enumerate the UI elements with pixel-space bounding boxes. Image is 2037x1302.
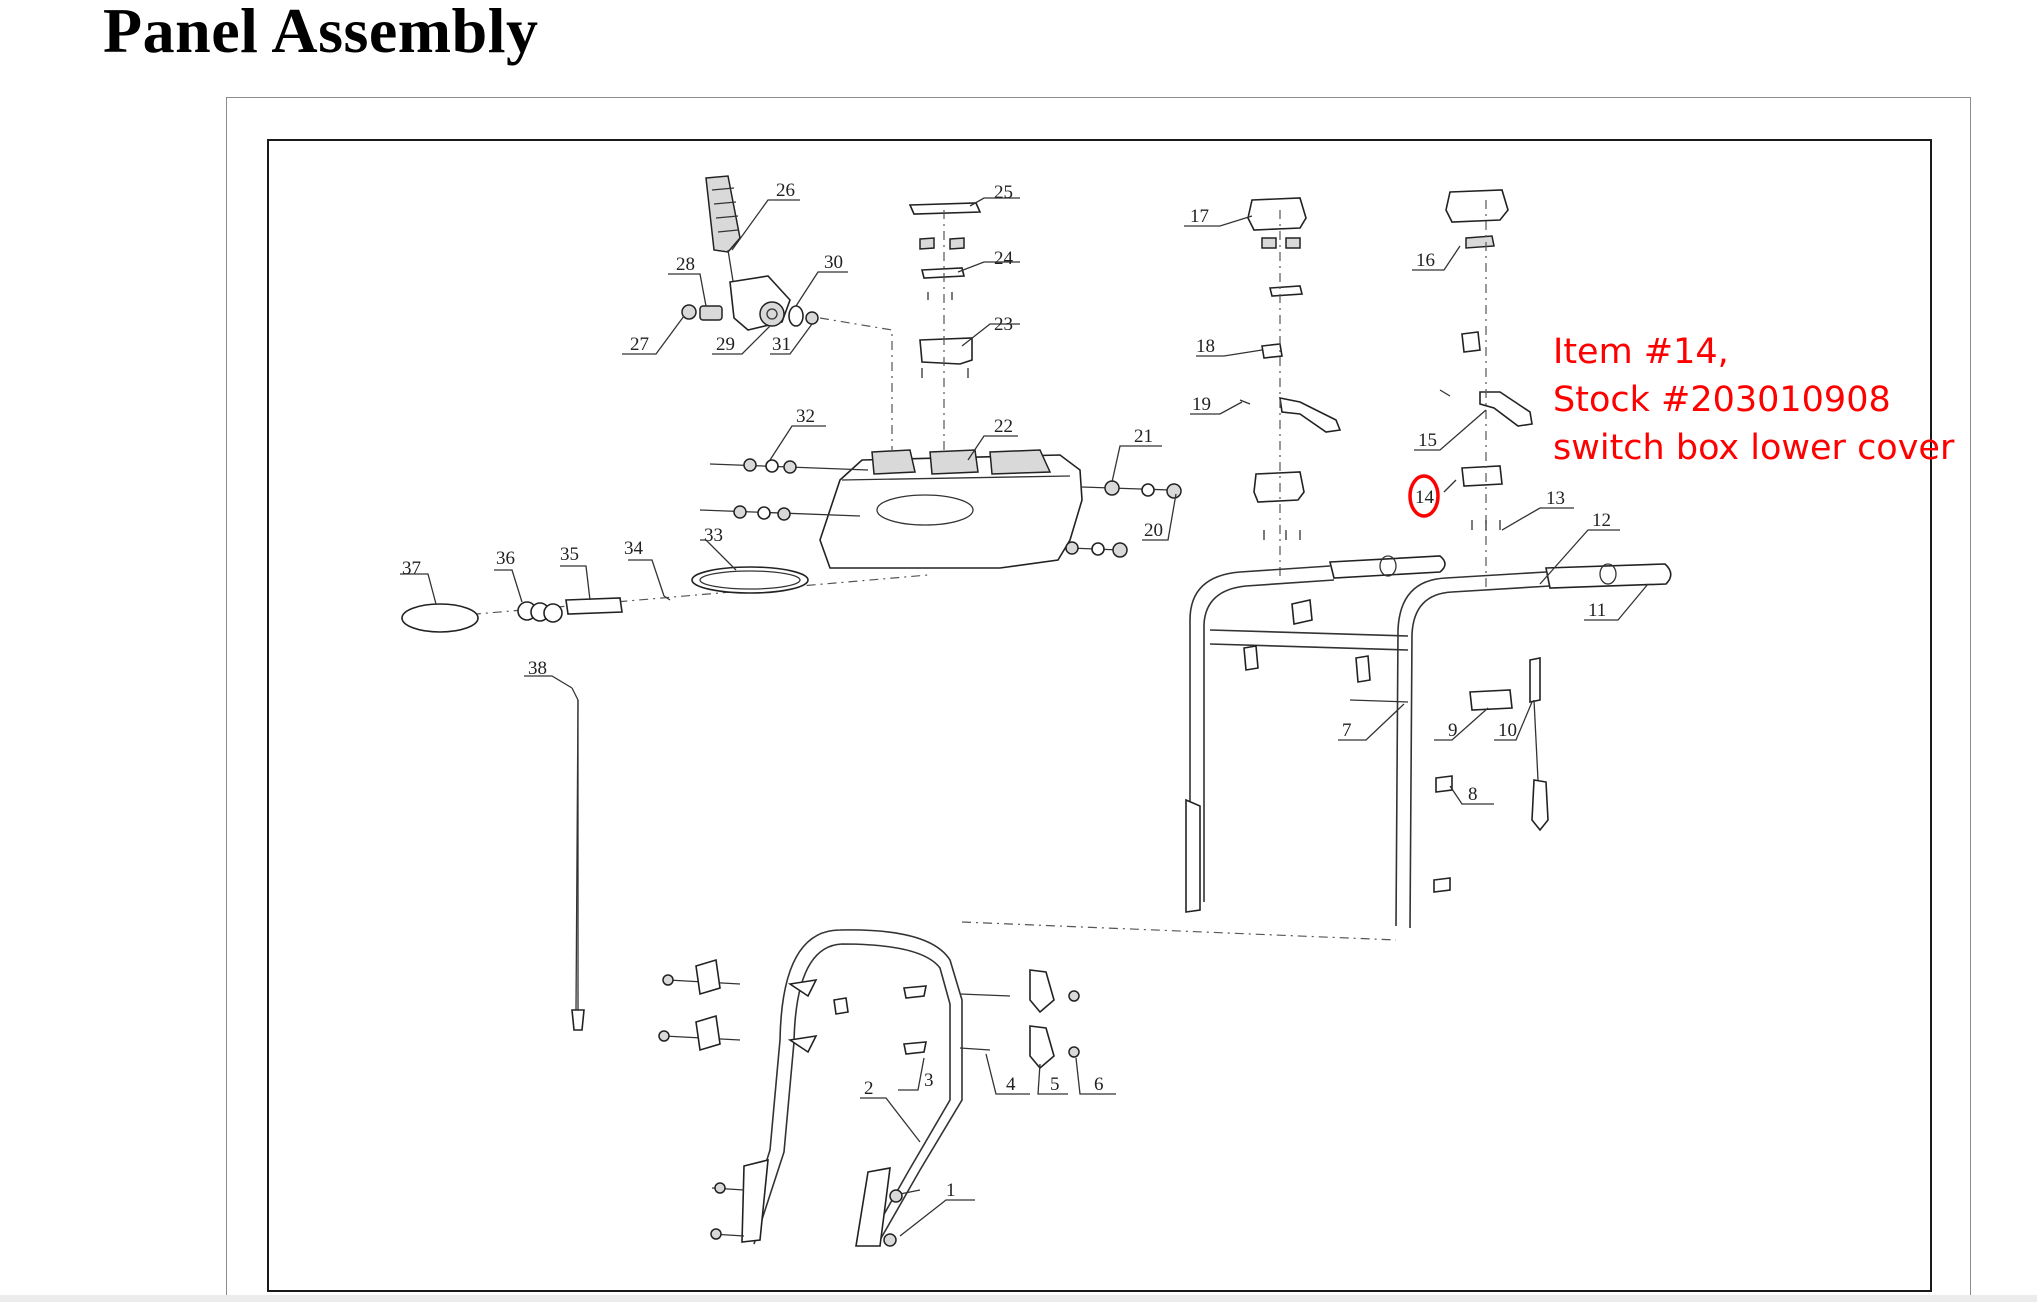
annotation-item-line: Item #14, (1553, 332, 1729, 372)
part-label-12: 12 (1539, 510, 1620, 585)
svg-text:37: 37 (402, 558, 421, 579)
page-title: Panel Assembly (103, 0, 539, 66)
part-label-19: 19 (1190, 394, 1243, 415)
svg-text:35: 35 (560, 544, 579, 565)
part-label-37: 37 (400, 558, 437, 605)
panel-housing-group (699, 202, 1182, 569)
svg-text:12: 12 (1592, 510, 1611, 531)
part-label-1: 1 (899, 1180, 975, 1237)
part-label-24: 24 (957, 248, 1020, 273)
part-label-21: 21 (1111, 426, 1162, 483)
svg-text:28: 28 (676, 254, 695, 275)
svg-text:32: 32 (796, 406, 815, 427)
svg-text:25: 25 (994, 182, 1013, 203)
svg-text:34: 34 (624, 538, 644, 559)
svg-text:17: 17 (1190, 206, 1209, 227)
part-label-23: 23 (961, 314, 1020, 347)
outer-frame (226, 97, 1971, 1302)
part-label-17: 17 (1184, 206, 1253, 227)
annotation-description-line: switch box lower cover (1553, 428, 1955, 468)
svg-text:38: 38 (528, 658, 547, 679)
part-label-9: 9 (1434, 707, 1489, 741)
svg-text:4: 4 (1006, 1074, 1016, 1095)
part-label-25: 25 (969, 182, 1020, 207)
part-label-7: 7 (1338, 703, 1405, 741)
part-label-30: 30 (795, 252, 848, 307)
svg-text:19: 19 (1192, 394, 1211, 415)
part-number-labels: 1 2 3 4 5 6 7 8 9 10 11 12 13 14 15 16 1… (400, 180, 1649, 1237)
svg-text:10: 10 (1498, 720, 1517, 741)
svg-text:14: 14 (1415, 487, 1435, 508)
switch-box-groups (1239, 189, 1533, 590)
part-label-3: 3 (898, 1057, 934, 1091)
panel-window-group (401, 566, 929, 1031)
annotation-stock-line: Stock #203010908 (1553, 380, 1891, 420)
part-label-4: 4 (985, 1053, 1030, 1095)
part-label-6: 6 (1075, 1057, 1116, 1095)
svg-text:1: 1 (946, 1180, 956, 1201)
part-label-18: 18 (1196, 336, 1263, 357)
svg-text:22: 22 (994, 416, 1013, 437)
svg-text:33: 33 (704, 525, 723, 546)
svg-text:5: 5 (1050, 1074, 1060, 1095)
part-label-33: 33 (700, 525, 737, 571)
upper-handle-frame (961, 555, 1672, 941)
svg-text:13: 13 (1546, 488, 1565, 509)
svg-text:21: 21 (1134, 426, 1153, 447)
highlight-circle (1408, 474, 1440, 518)
part-label-29: 29 (712, 325, 771, 355)
part-label-5: 5 (1037, 1063, 1068, 1095)
part-label-27: 27 (622, 315, 685, 355)
part-label-35: 35 (560, 544, 591, 601)
svg-text:9: 9 (1448, 720, 1458, 741)
diagram-frame (267, 139, 1932, 1292)
part-label-8: 8 (1449, 784, 1494, 805)
part-label-26: 26 (731, 180, 800, 251)
svg-text:29: 29 (716, 334, 735, 355)
svg-text:26: 26 (776, 180, 795, 201)
part-label-14: 14 (1408, 474, 1457, 518)
svg-text:18: 18 (1196, 336, 1215, 357)
part-label-10: 10 (1494, 701, 1533, 741)
svg-text:23: 23 (994, 314, 1013, 335)
svg-text:11: 11 (1588, 600, 1606, 621)
part-label-2: 2 (860, 1078, 921, 1143)
lower-handle-frame (658, 929, 1080, 1247)
part-label-34: 34 (624, 538, 665, 597)
part-label-16: 16 (1412, 245, 1461, 271)
svg-text:30: 30 (824, 252, 843, 273)
svg-text:15: 15 (1418, 430, 1437, 451)
part-label-28: 28 (668, 254, 707, 307)
svg-text:16: 16 (1416, 250, 1435, 271)
svg-text:31: 31 (772, 334, 791, 355)
svg-text:36: 36 (496, 548, 515, 569)
svg-text:6: 6 (1094, 1074, 1104, 1095)
svg-text:27: 27 (630, 334, 649, 355)
part-label-15: 15 (1414, 409, 1487, 451)
part-label-31: 31 (770, 323, 813, 355)
part-label-20: 20 (1142, 493, 1177, 541)
svg-text:2: 2 (864, 1078, 874, 1099)
svg-text:24: 24 (994, 248, 1014, 269)
svg-text:8: 8 (1468, 784, 1478, 805)
part-label-22: 22 (967, 416, 1018, 461)
svg-text:20: 20 (1144, 520, 1163, 541)
part-label-36: 36 (494, 548, 523, 603)
shift-lever-assembly (681, 175, 893, 450)
part-label-11: 11 (1584, 583, 1649, 621)
svg-text:3: 3 (924, 1070, 934, 1091)
footer-strip (0, 1295, 2037, 1302)
svg-text:7: 7 (1342, 720, 1352, 741)
part-label-32: 32 (769, 406, 826, 461)
part-label-38: 38 (524, 658, 573, 689)
part-label-13: 13 (1501, 488, 1574, 531)
